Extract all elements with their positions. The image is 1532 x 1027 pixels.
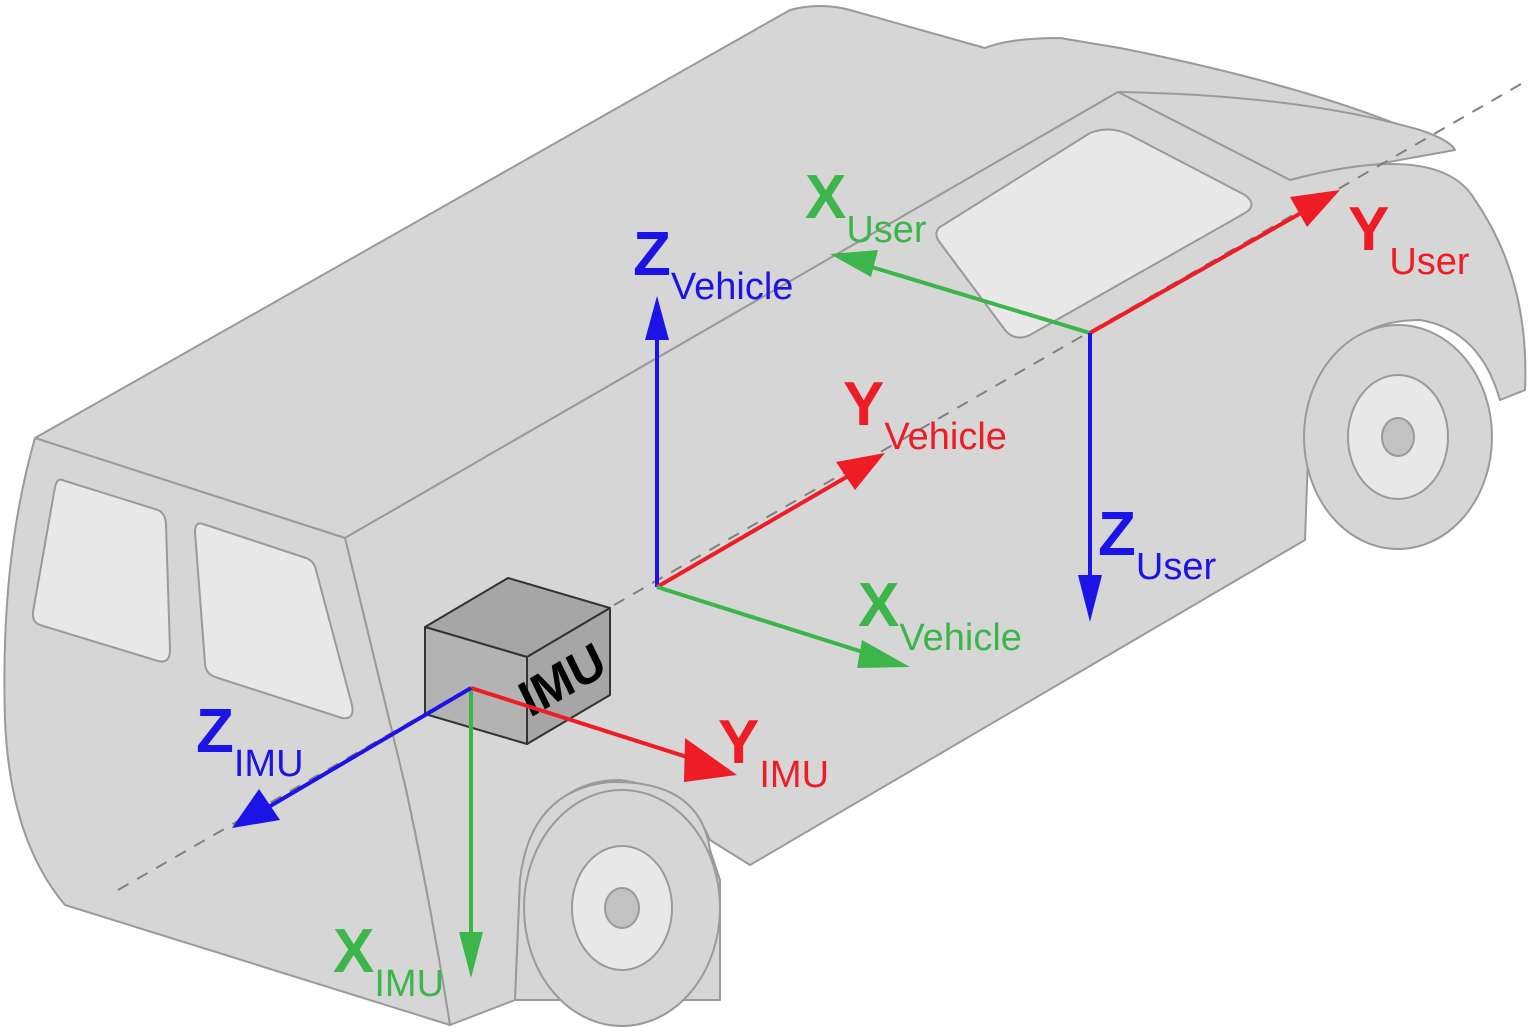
imu-x-arrowhead <box>459 932 483 978</box>
imu-z-arrowhead <box>232 789 280 828</box>
user-frame-axes <box>830 190 1340 622</box>
user-y-axis <box>1089 203 1316 335</box>
vehicle-z-arrowhead <box>645 296 669 340</box>
user-z-arrowhead <box>1078 575 1102 622</box>
windshield <box>935 128 1253 339</box>
imu-z-axis <box>253 686 473 817</box>
rear-wheel-center <box>604 887 640 929</box>
user-x-label: XUser <box>805 163 927 251</box>
vehicle-z-label: ZVehicle <box>633 220 793 308</box>
vehicle-x-axis <box>656 585 886 661</box>
imu-x-label: XIMU <box>333 917 444 1005</box>
vehicle-x-arrowhead <box>857 640 910 668</box>
imu-frame-axes <box>232 686 737 978</box>
user-z-label: ZUser <box>1098 500 1216 588</box>
user-y-label: YUser <box>1348 195 1470 283</box>
user-x-axis <box>854 260 1091 335</box>
imu-y-label: YIMU <box>718 708 829 796</box>
vehicle-y-arrowhead <box>836 453 885 490</box>
user-y-arrowhead <box>1290 190 1340 227</box>
car-hood <box>1117 91 1456 181</box>
user-x-arrowhead <box>830 250 878 277</box>
imu-z-label: ZIMU <box>196 697 304 785</box>
vehicle-x-label: XVehicle <box>858 571 1022 659</box>
vehicle-y-axis <box>655 466 864 589</box>
imu-box <box>424 577 611 745</box>
vehicle-centerline <box>117 79 1529 891</box>
imu-y-arrowhead <box>684 738 737 782</box>
vehicle-frame-axes <box>645 296 910 668</box>
imu-box-right-face <box>526 607 611 745</box>
vehicle-illustration <box>3 5 1527 1027</box>
front-wheel-center <box>1381 417 1415 457</box>
rear-window-right <box>194 522 354 720</box>
rear-window-left <box>31 478 171 663</box>
vehicle-y-label: YVehicle <box>843 370 1007 458</box>
imu-y-axis <box>470 686 713 767</box>
